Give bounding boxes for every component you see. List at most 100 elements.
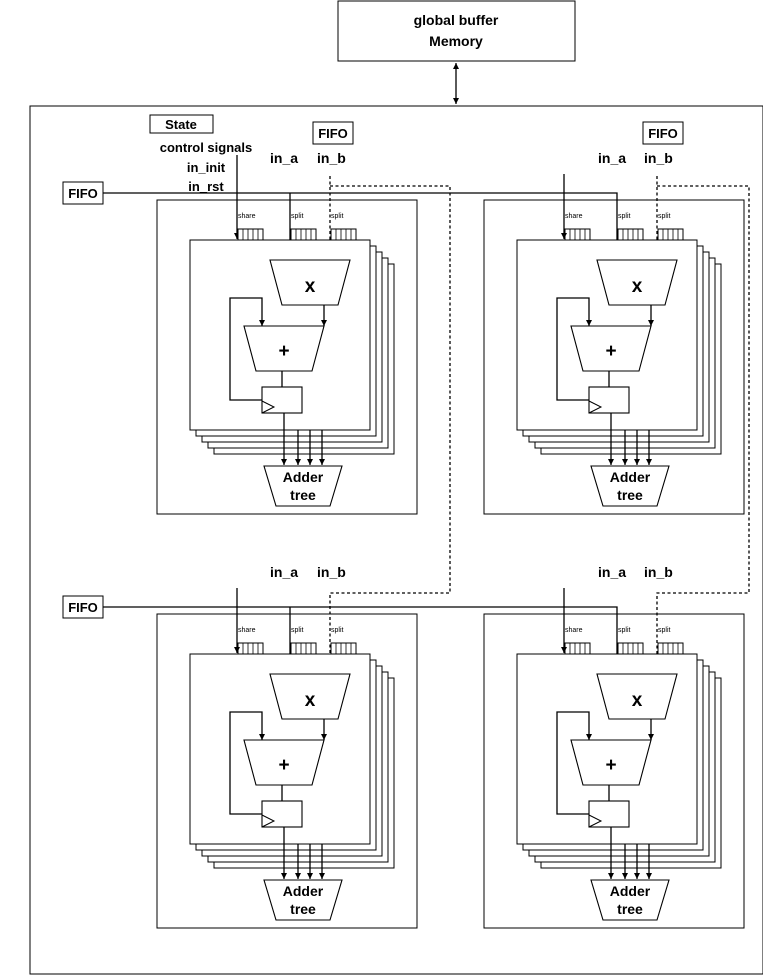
- svg-text:share: share: [565, 213, 583, 220]
- adder: +: [243, 325, 325, 372]
- svg-text:+: +: [605, 341, 616, 362]
- in-b-label: in_b: [644, 150, 673, 166]
- svg-text:+: +: [278, 755, 289, 776]
- accumulator-register: [261, 800, 303, 828]
- multiplier: x: [269, 673, 351, 720]
- state-controller: State control signals in_init in_rst: [149, 114, 252, 194]
- adder-tree: Adder tree: [263, 465, 343, 507]
- pe-block-frame: [156, 613, 418, 929]
- svg-text:split: split: [658, 627, 671, 634]
- svg-text:FIFO: FIFO: [68, 600, 98, 615]
- fifo-in-a-bottom-row: FIFO: [62, 595, 104, 619]
- in-a-label: in_a: [270, 150, 298, 166]
- in-b-label: in_b: [644, 564, 673, 580]
- pe-block-top-right: share split split x + Adder tree: [483, 174, 745, 515]
- svg-text:split: split: [291, 213, 304, 220]
- svg-text:share: share: [238, 213, 256, 220]
- in-init-label: in_init: [187, 160, 226, 175]
- svg-text:FIFO: FIFO: [68, 186, 98, 201]
- accumulator-register: [261, 386, 303, 414]
- svg-text:split: split: [618, 213, 631, 220]
- fifo-in-a-top-row: FIFO: [62, 181, 104, 205]
- multiplier: x: [596, 673, 678, 720]
- svg-text:FIFO: FIFO: [318, 126, 348, 141]
- memory-title-line1: global buffer: [414, 12, 499, 28]
- split-register-a: split: [290, 627, 317, 655]
- pe-internal-wiring: [229, 297, 327, 465]
- input-labels-1: in_a in_b: [598, 150, 673, 166]
- svg-text:tree: tree: [617, 901, 643, 917]
- svg-text:FIFO: FIFO: [648, 126, 678, 141]
- split-register-b: split: [657, 627, 684, 655]
- adder: +: [243, 739, 325, 786]
- in-a-label: in_a: [598, 564, 626, 580]
- in-rst-label: in_rst: [188, 179, 224, 194]
- svg-text:tree: tree: [617, 487, 643, 503]
- svg-text:+: +: [278, 341, 289, 362]
- svg-text:split: split: [291, 627, 304, 634]
- svg-text:share: share: [565, 627, 583, 634]
- control-signals-label: control signals: [160, 140, 252, 155]
- input-labels-2: in_a in_b: [270, 564, 346, 580]
- outer-frame: [29, 105, 763, 975]
- pe-block-bottom-right: share split split x + Adder tree: [483, 588, 745, 929]
- split-register-a: split: [290, 213, 317, 241]
- pe-block-bottom-left: share split split x + Adder tree: [156, 588, 418, 929]
- split-register-a: split: [617, 627, 644, 655]
- pe-internal-wiring: [556, 711, 654, 879]
- adder-tree: Adder tree: [263, 879, 343, 921]
- adder-tree: Adder tree: [590, 879, 670, 921]
- svg-text:share: share: [238, 627, 256, 634]
- in-b-label: in_b: [317, 150, 346, 166]
- svg-text:Adder: Adder: [610, 883, 651, 899]
- svg-text:tree: tree: [290, 487, 316, 503]
- split-register-b: split: [657, 213, 684, 241]
- global-buffer-memory: global buffer Memory: [337, 0, 576, 62]
- split-register-b: split: [330, 213, 357, 241]
- svg-text:split: split: [658, 213, 671, 220]
- share-register: share: [564, 627, 591, 655]
- pe-internal-wiring: [229, 711, 327, 879]
- accumulator-register: [588, 386, 630, 414]
- svg-text:Adder: Adder: [283, 469, 324, 485]
- split-register-a: split: [617, 213, 644, 241]
- in-a-label: in_a: [598, 150, 626, 166]
- state-box-label: State: [165, 117, 197, 132]
- svg-text:x: x: [305, 276, 316, 297]
- svg-text:x: x: [632, 276, 643, 297]
- in-b-label: in_b: [317, 564, 346, 580]
- pe-block-frame: [483, 199, 745, 515]
- svg-text:Adder: Adder: [283, 883, 324, 899]
- input-labels-0: in_a in_b: [270, 150, 346, 166]
- multiplier: x: [269, 259, 351, 306]
- pe-block-frame: [483, 613, 745, 929]
- input-labels-3: in_a in_b: [598, 564, 673, 580]
- adder-tree: Adder tree: [590, 465, 670, 507]
- svg-text:split: split: [331, 627, 344, 634]
- split-register-b: split: [330, 627, 357, 655]
- share-register: share: [237, 627, 264, 655]
- svg-text:split: split: [618, 627, 631, 634]
- pe-internal-wiring: [556, 297, 654, 465]
- adder: +: [570, 325, 652, 372]
- share-register: share: [564, 213, 591, 241]
- svg-text:Adder: Adder: [610, 469, 651, 485]
- fifo-in-b-top-left: FIFO: [312, 121, 354, 145]
- svg-text:tree: tree: [290, 901, 316, 917]
- pe-block-frame: [156, 199, 418, 515]
- multiplier: x: [596, 259, 678, 306]
- in-a-label: in_a: [270, 564, 298, 580]
- memory-title-line2: Memory: [429, 33, 483, 49]
- share-register: share: [237, 213, 264, 241]
- svg-text:x: x: [632, 690, 643, 711]
- fifo-in-b-top-right: FIFO: [642, 121, 684, 145]
- pe-block-top-left: share split split x + Adder tree: [156, 199, 418, 515]
- svg-text:x: x: [305, 690, 316, 711]
- svg-text:split: split: [331, 213, 344, 220]
- adder: +: [570, 739, 652, 786]
- routing-wires: [103, 155, 750, 674]
- accumulator-register: [588, 800, 630, 828]
- pe-blocks: share split split x + Adder tree share split spli…: [156, 150, 745, 929]
- svg-text:+: +: [605, 755, 616, 776]
